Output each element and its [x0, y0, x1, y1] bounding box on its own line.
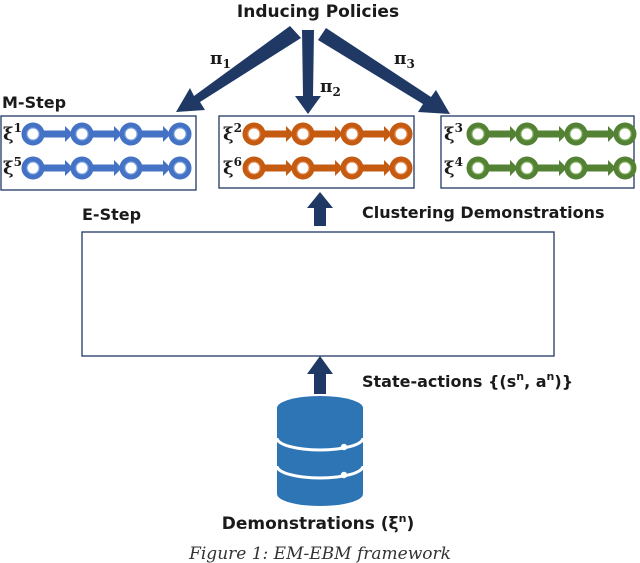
cluster-2-traj-label-2: ξ6: [223, 155, 242, 179]
cluster-2-trajectory-2: [242, 156, 413, 180]
cluster-1-trajectory-1: [21, 122, 192, 146]
cluster-3-trajectory-1: [466, 122, 637, 146]
cluster-up-arrow: [307, 192, 333, 226]
cluster-2-traj-label-1: ξ2: [223, 121, 242, 145]
state-actions-up-arrow: [307, 356, 333, 394]
policy-arrow-3: [318, 28, 450, 114]
state-actions-label: State-actions {(sn, an)}: [362, 370, 573, 391]
cluster-1-traj-label-2: ξ5: [3, 155, 22, 179]
cluster-3-traj-label-1: ξ3: [444, 121, 463, 145]
e-step-box: [81, 231, 555, 357]
policy-label-3: π3: [394, 49, 415, 71]
e-step-label: E-Step: [82, 205, 141, 224]
policy-label-2: π2: [320, 77, 341, 99]
policy-arrow-2: [295, 30, 321, 114]
figure-caption: Figure 1: EM-EBM framework: [188, 544, 451, 563]
cluster-1-trajectory-2: [21, 156, 192, 180]
m-step-label: M-Step: [2, 93, 66, 112]
clustering-label: Clustering Demonstrations: [362, 203, 605, 222]
demonstrations-label: Demonstrations (ξn): [222, 512, 414, 534]
cluster-1-traj-label-1: ξ1: [3, 121, 22, 145]
cluster-3-trajectory-2: [466, 156, 637, 180]
cluster-3-traj-label-2: ξ4: [444, 155, 463, 179]
policy-label-1: π1: [210, 49, 231, 71]
policy-arrows: [176, 26, 450, 114]
policy-arrow-1: [176, 26, 301, 112]
title: Inducing Policies: [237, 2, 399, 22]
database-icon: [275, 396, 365, 506]
cluster-2-trajectory-1: [242, 122, 413, 146]
